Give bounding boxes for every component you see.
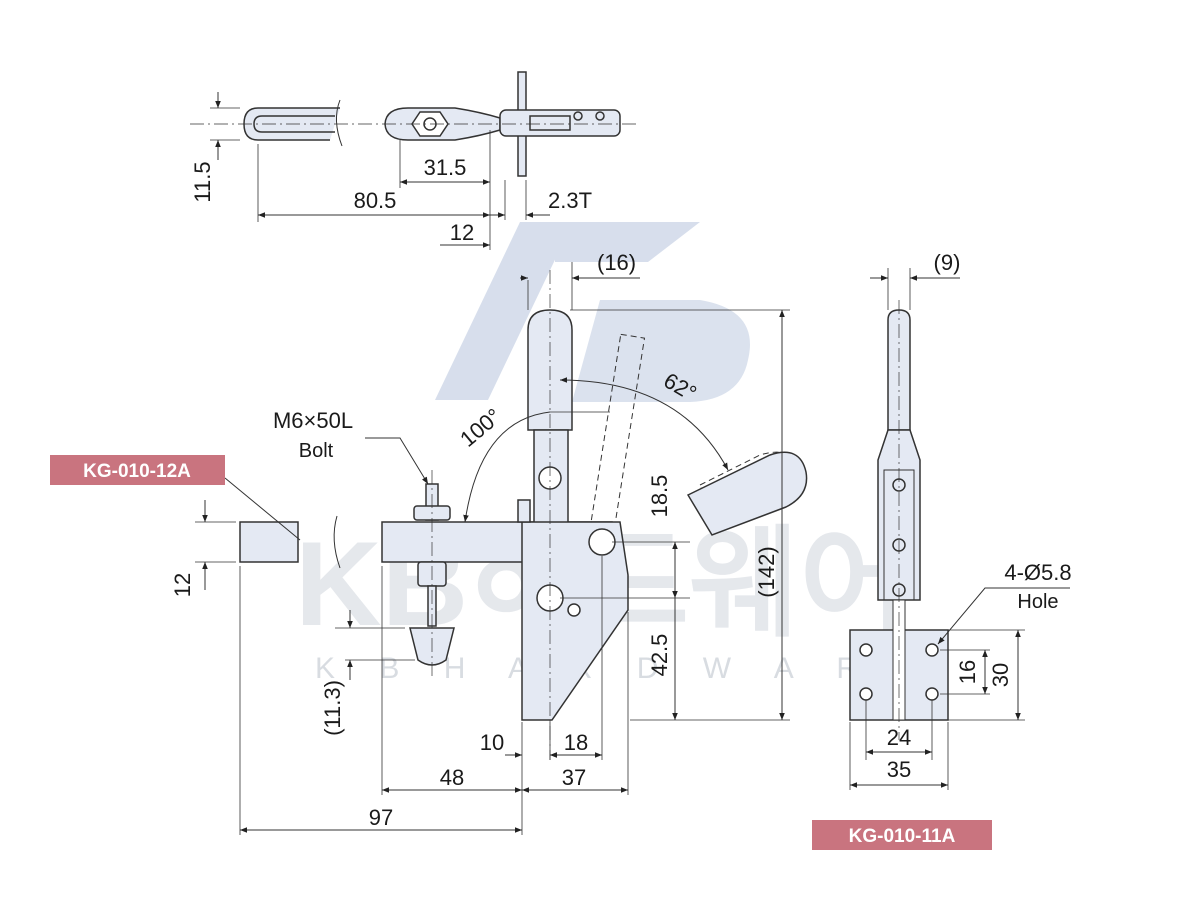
top-dim-80-5: 80.5: [354, 188, 397, 213]
bolt-name-label: Bolt: [299, 440, 334, 462]
front-dim-37: 37: [562, 765, 586, 790]
watermark-logo-k-arm: [555, 222, 700, 262]
side-hole-3: [859, 687, 873, 701]
front-dim-10: 10: [480, 730, 504, 755]
hole-name-label: Hole: [1017, 591, 1058, 613]
side-dim-24: 24: [887, 725, 911, 750]
front-pivot-1: [588, 528, 616, 556]
side-view: [849, 268, 1070, 790]
front-dim-12: 12: [170, 573, 195, 597]
top-dim-31-5: 31.5: [424, 155, 467, 180]
hole-size-label: 4-Ø5.8: [1004, 560, 1071, 585]
front-arm-end: [239, 521, 299, 563]
front-dim-48: 48: [440, 765, 464, 790]
side-hole-4: [925, 687, 939, 701]
side-handle-grip: [887, 309, 911, 431]
front-base-body: [521, 521, 629, 721]
watermark-logo-k-stroke: [435, 222, 573, 400]
top-dim-2-3t: 2.3T: [548, 188, 592, 213]
bolt-size-label: M6×50L: [273, 408, 353, 433]
side-dim-16: 16: [955, 660, 980, 684]
front-angle-100: 100°: [455, 403, 506, 451]
front-dim-18: 18: [564, 730, 588, 755]
model-tag-right: KG-010-11A: [812, 820, 992, 850]
side-linkage: [877, 429, 921, 601]
side-dim-30: 30: [988, 663, 1013, 687]
watermark-logo-b: [572, 300, 750, 402]
front-dim-16: (16): [597, 250, 636, 275]
side-dim-35: 35: [887, 757, 911, 782]
top-dim-11-5: 11.5: [190, 161, 215, 202]
top-handle-link: [499, 109, 621, 137]
front-dim-142: (142): [754, 546, 779, 597]
front-view: [195, 262, 808, 835]
front-dim-18-5: 18.5: [647, 475, 672, 518]
front-dim-42-5: 42.5: [647, 634, 672, 677]
model-tag-right-text: KG-010-11A: [849, 826, 956, 847]
front-dim-97: 97: [369, 805, 393, 830]
model-tag-left-text: KG-010-12A: [83, 461, 191, 482]
front-dim-11-3: (11.3): [320, 680, 345, 736]
model-tag-left: KG-010-12A: [50, 455, 225, 485]
top-dim-12: 12: [450, 220, 474, 245]
side-hole-2: [925, 643, 939, 657]
top-view: [190, 71, 640, 250]
watermark-subtext: K B H A R D W A R E: [315, 652, 940, 685]
side-dim-9: (9): [934, 250, 961, 275]
side-hole-1: [859, 643, 873, 657]
